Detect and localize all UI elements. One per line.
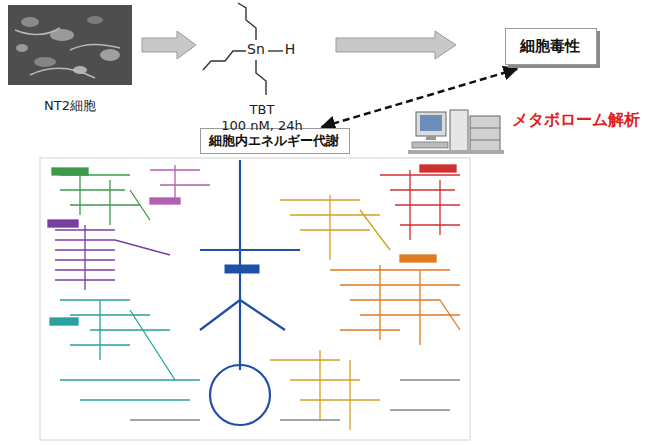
atom-label: Sn (247, 41, 265, 57)
structure-bonds (203, 3, 283, 95)
cell-name: NT2細胞 (44, 97, 96, 115)
box-text: 細胞毒性 (520, 37, 582, 56)
compound-name: TBT (250, 102, 275, 117)
atom-label: H (285, 41, 296, 57)
block-arrow (336, 31, 456, 59)
method-label: メタボローム解析 (512, 110, 640, 131)
metabolic-map (40, 158, 470, 440)
box-text: 細胞内エネルギー代謝 (209, 132, 341, 150)
dose-label: 100 nM, 24h (221, 118, 302, 133)
lcms-instrument (408, 110, 504, 154)
block-arrow (142, 31, 196, 59)
result-box: 細胞毒性 (505, 28, 597, 65)
cell-photo (8, 5, 132, 85)
